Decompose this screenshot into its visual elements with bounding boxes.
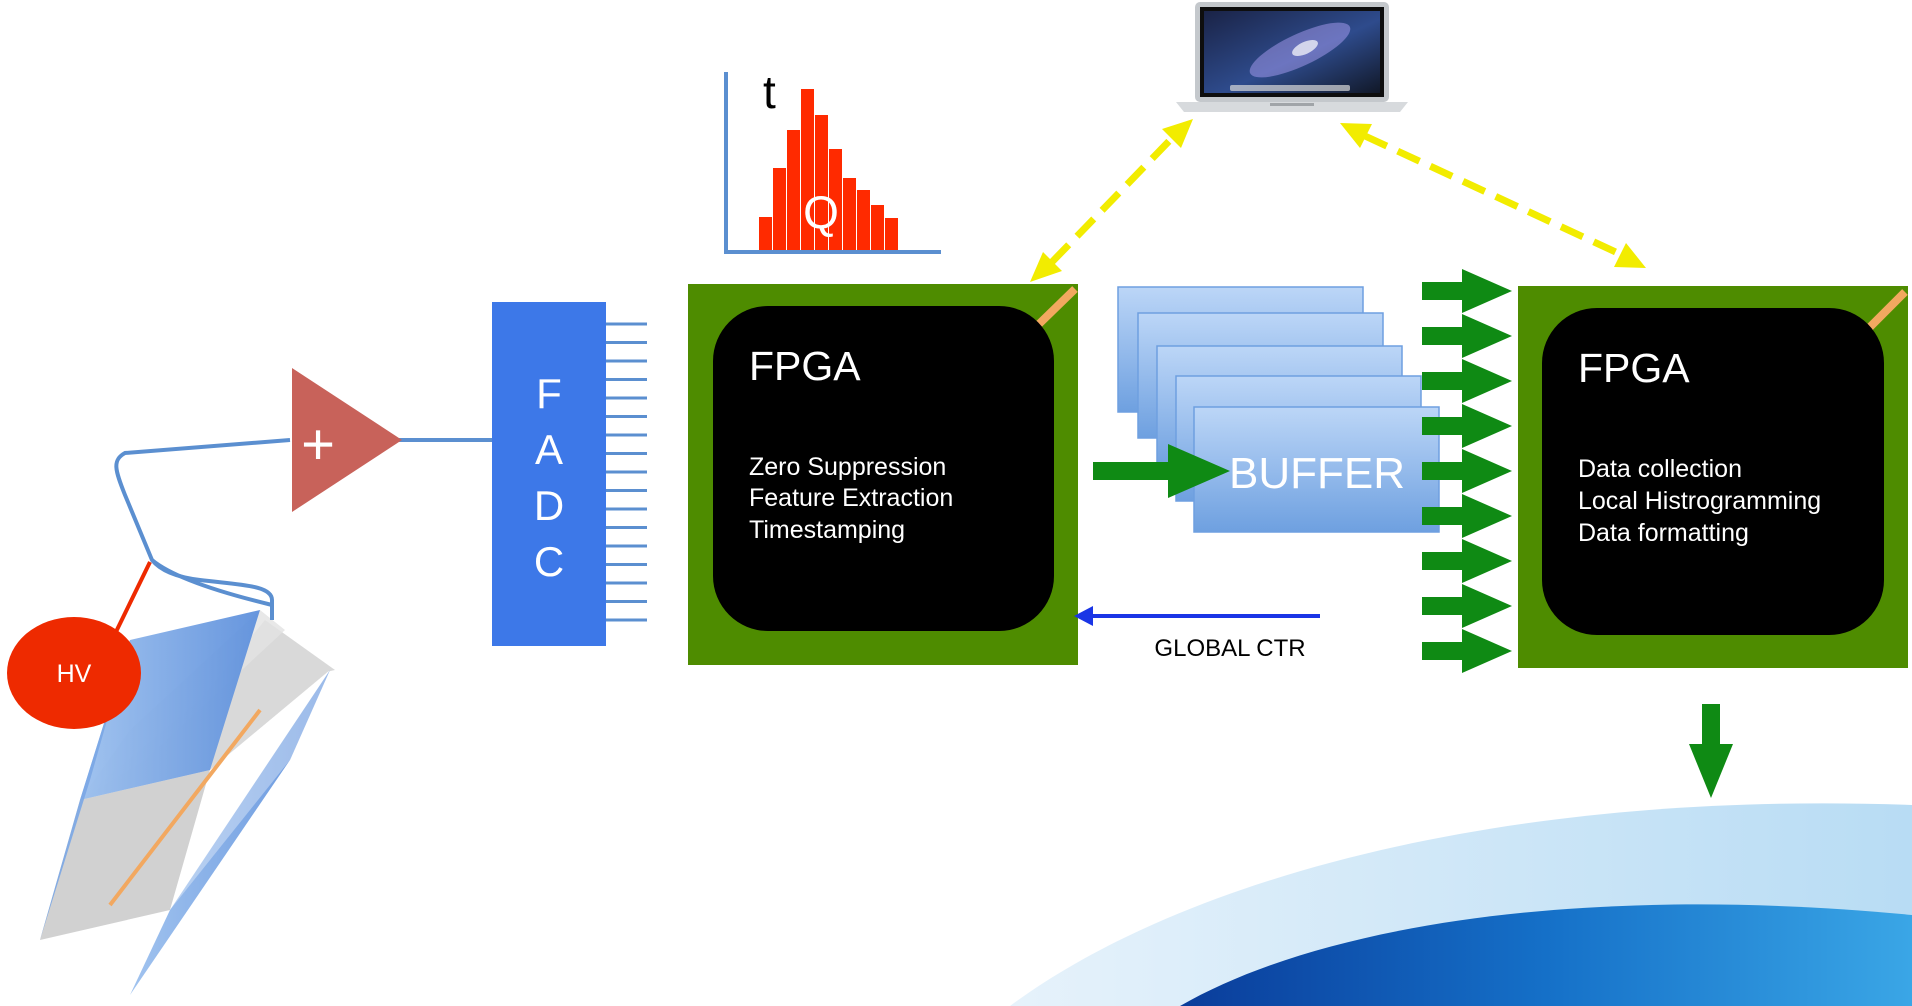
input-arrow [1422, 494, 1512, 538]
global-ctr-label: GLOBAL CTR [1154, 635, 1305, 662]
fadc-letter-f: F [536, 370, 562, 417]
fpga-back-function-1: Data collection [1578, 455, 1742, 483]
network-links [1030, 119, 1646, 282]
input-arrow [1422, 539, 1512, 583]
fadc-pins [606, 322, 647, 622]
histogram-y-label: t [763, 66, 776, 118]
histogram-sketch: t Q [724, 66, 941, 254]
input-arrow [1422, 584, 1512, 628]
fpga-front-function-3: Timestamping [749, 516, 905, 544]
back-end-input-arrows [1422, 269, 1512, 673]
fpga-front-board: FPGA Zero Suppression Feature Extraction… [688, 284, 1078, 665]
histogram-bar [857, 190, 870, 251]
histogram-bar [759, 217, 772, 251]
histogram-bar [773, 168, 786, 251]
buffer-label: BUFFER [1229, 449, 1405, 498]
amplifier-symbol: + [301, 412, 335, 477]
global-ctr-arrow: GLOBAL CTR [1074, 606, 1320, 662]
anode-wire [108, 708, 262, 907]
fpga-front-title: FPGA [749, 343, 861, 389]
input-arrow [1422, 314, 1512, 358]
histogram-bar [815, 115, 828, 251]
input-arrow [1422, 629, 1512, 673]
fpga-front-function-2: Feature Extraction [749, 484, 953, 512]
histogram-axes [724, 72, 941, 254]
fadc-letter-a: A [535, 426, 563, 473]
histogram-bar [801, 89, 814, 251]
fpga-back-function-3: Data formatting [1578, 519, 1749, 547]
amplifier: + [292, 368, 402, 512]
fpga-back-function-2: Local Histrogramming [1578, 487, 1821, 515]
histogram-bar [885, 218, 898, 251]
fadc-letter-c: C [534, 538, 564, 585]
wire-chamber-detector [40, 610, 335, 995]
buffer-stack: BUFFER [1117, 286, 1440, 533]
fadc-letter-d: D [534, 482, 564, 529]
hv-supply: HV [7, 617, 141, 729]
cathode-plane-right [130, 670, 330, 995]
input-arrow [1422, 449, 1512, 493]
fadc: F A D C [492, 302, 647, 646]
fpga-front-corner-mark [1036, 286, 1078, 327]
input-arrow [1422, 359, 1512, 403]
laptop [1176, 2, 1408, 112]
signal-wires [114, 438, 492, 620]
fpga-back-board: FPGA Data collection Local Histrogrammin… [1518, 286, 1908, 668]
fpga-back-corner-mark [1866, 289, 1908, 331]
input-arrow [1422, 404, 1512, 448]
fpga-front-function-1: Zero Suppression [749, 453, 946, 481]
input-arrow [1422, 269, 1512, 313]
histogram-bar [843, 178, 856, 251]
background-swoosh [1010, 803, 1912, 1006]
histogram-bar [829, 149, 842, 251]
hv-wire [110, 561, 152, 641]
hv-label: HV [57, 660, 92, 688]
histogram-x-label: Q [803, 186, 839, 238]
arrow-fpga-to-buffer [1093, 444, 1230, 498]
output-arrow-down [1689, 704, 1733, 798]
fpga-back-title: FPGA [1578, 345, 1690, 391]
histogram-bar [787, 130, 800, 251]
histogram-bar [871, 205, 884, 251]
